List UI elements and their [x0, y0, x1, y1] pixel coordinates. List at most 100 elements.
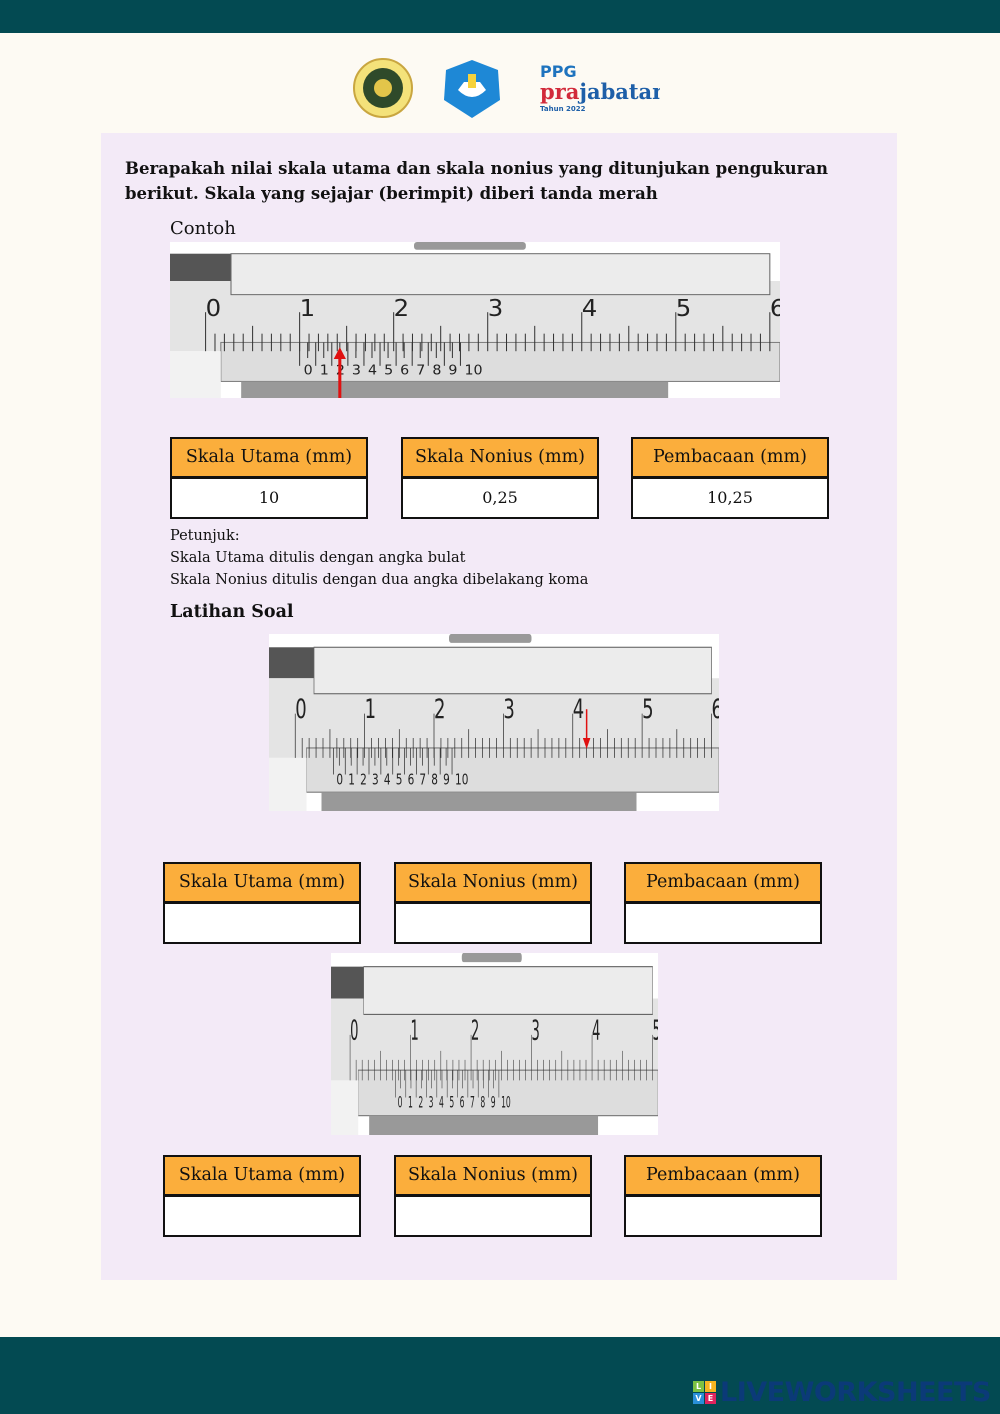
caliper-example: 0123456012345678910	[170, 242, 785, 398]
vernier-scale-label: 10	[501, 1092, 511, 1111]
pembacaan-header: Pembacaan (mm)	[624, 1155, 822, 1196]
vernier-scale-label: 7	[419, 772, 426, 790]
vernier-scale-label: 7	[416, 363, 425, 379]
slider-top	[363, 966, 653, 1015]
vernier-scale-label: 5	[384, 363, 393, 379]
vernier-scale-label: 2	[360, 772, 367, 790]
hint-line: Skala Utama ditulis dengan angka bulat	[170, 550, 466, 566]
vernier-scale-label: 4	[368, 363, 377, 379]
vernier-scale-label: 10	[465, 363, 483, 379]
vernier-scale-label: 2	[418, 1092, 423, 1111]
pembacaan-header: Pembacaan (mm)	[624, 862, 822, 903]
thumb-screw	[449, 634, 532, 643]
logos: PPG prajabatan Tahun 2022	[353, 58, 667, 118]
tile: E	[705, 1393, 716, 1404]
vernier-scale-label: 9	[491, 1092, 496, 1111]
brand-text: LIVEWORKSHEETS	[720, 1377, 991, 1408]
main-scale-label: 6	[712, 695, 720, 725]
skala-utama-header: Skala Utama (mm)	[163, 1155, 361, 1196]
vernier-scale-label: 3	[429, 1092, 434, 1111]
vernier-scale-label: 3	[352, 363, 361, 379]
slider-top	[230, 253, 771, 296]
logo-row: PPG prajabatan Tahun 2022	[350, 56, 667, 120]
jaw-gap	[331, 1080, 359, 1135]
main-scale-label: 4	[573, 695, 584, 725]
vernier-scale-label: 7	[470, 1092, 475, 1111]
main-scale-label: 3	[503, 695, 514, 725]
main-scale-label: 1	[300, 295, 316, 322]
vernier-scale-label: 10	[455, 772, 468, 790]
vernier-scale-label: 6	[460, 1092, 465, 1111]
slider-top	[313, 646, 712, 695]
vernier-scale-label: 8	[431, 772, 438, 790]
main-scale-label: 3	[532, 1015, 540, 1047]
skala-nonius-input[interactable]	[394, 902, 592, 944]
vernier-scale-label: 5	[396, 772, 403, 790]
tahun-text: Tahun 2022	[540, 105, 586, 113]
main-scale-label: 4	[582, 295, 598, 322]
prajabatan-text: prajabatan	[540, 79, 660, 104]
jaw	[269, 647, 314, 679]
vernier-scale-label: 8	[432, 363, 441, 379]
vernier-scale-label: 1	[408, 1092, 413, 1111]
main-scale-label: 5	[653, 1015, 658, 1047]
pembacaan-header: Pembacaan (mm)	[631, 437, 829, 478]
skala-utama-header: Skala Utama (mm)	[163, 862, 361, 903]
hint-title: Petunjuk:	[170, 528, 240, 544]
vernier-scale-label: 0	[304, 363, 313, 379]
jaw	[331, 966, 364, 999]
vernier-plate	[357, 1069, 659, 1117]
main-scale-label: 5	[642, 695, 653, 725]
vernier-scale-label: 9	[448, 363, 457, 379]
marker-arrow-head	[582, 737, 591, 750]
main-scale-label: 2	[471, 1015, 479, 1047]
tile: L	[693, 1381, 704, 1392]
liveworksheets-logo: L I V E LIVEWORKSHEETS	[693, 1377, 991, 1408]
jaw-gap	[170, 351, 221, 398]
vernier-scale-label: 1	[320, 363, 329, 379]
skala-nonius-input[interactable]	[394, 1195, 592, 1237]
vernier-scale-label: 9	[443, 772, 450, 790]
tile: I	[705, 1381, 716, 1392]
main-scale-label: 3	[488, 295, 504, 322]
vernier-scale-label: 5	[449, 1092, 454, 1111]
vernier-scale-label: 1	[348, 772, 355, 790]
caliper-question-1: 0123456012345678910	[269, 634, 723, 811]
vernier-scale-label: 0	[336, 772, 343, 790]
skala-utama-value: 10	[170, 477, 368, 519]
caliper-svg: 0123456012345678910	[269, 634, 723, 811]
thumb-screw	[414, 242, 526, 250]
hint-line: Skala Nonius ditulis dengan dua angka di…	[170, 572, 589, 588]
vernier-scale-label: 0	[398, 1092, 403, 1111]
main-scale-label: 0	[295, 695, 306, 725]
live-tiles: L I V E	[693, 1381, 716, 1404]
main-scale-label: 2	[394, 295, 410, 322]
vernier-plate	[306, 747, 720, 793]
lower-jaw	[241, 381, 669, 398]
pembacaan-input[interactable]	[624, 1195, 822, 1237]
main-scale-label: 6	[770, 295, 780, 322]
skala-nonius-header: Skala Nonius (mm)	[401, 437, 599, 478]
vernier-scale-label: 6	[408, 772, 415, 790]
jaw-gap	[269, 757, 307, 811]
thumb-screw	[461, 953, 522, 963]
vernier-scale-label: 8	[480, 1092, 485, 1111]
vernier-plate	[220, 341, 781, 382]
hint-block: Petunjuk: Skala Utama ditulis dengan ang…	[170, 525, 588, 591]
caliper-svg: 0123456012345678910	[170, 242, 785, 398]
skala-nonius-header: Skala Nonius (mm)	[394, 862, 592, 903]
tile: V	[693, 1393, 704, 1404]
example-label: Contoh	[170, 218, 236, 239]
kemdikbud-logo	[444, 60, 500, 118]
skala-utama-input[interactable]	[163, 902, 361, 944]
skala-utama-input[interactable]	[163, 1195, 361, 1237]
bottom-bar	[0, 1337, 1000, 1414]
vernier-scale-label: 3	[372, 772, 379, 790]
main-scale-label: 1	[411, 1015, 419, 1047]
lower-jaw	[321, 792, 637, 811]
main-scale-label: 4	[592, 1015, 600, 1047]
question-text: Berapakah nilai skala utama dan skala no…	[125, 159, 829, 203]
pembacaan-input[interactable]	[624, 902, 822, 944]
vernier-scale-label: 4	[439, 1092, 444, 1111]
